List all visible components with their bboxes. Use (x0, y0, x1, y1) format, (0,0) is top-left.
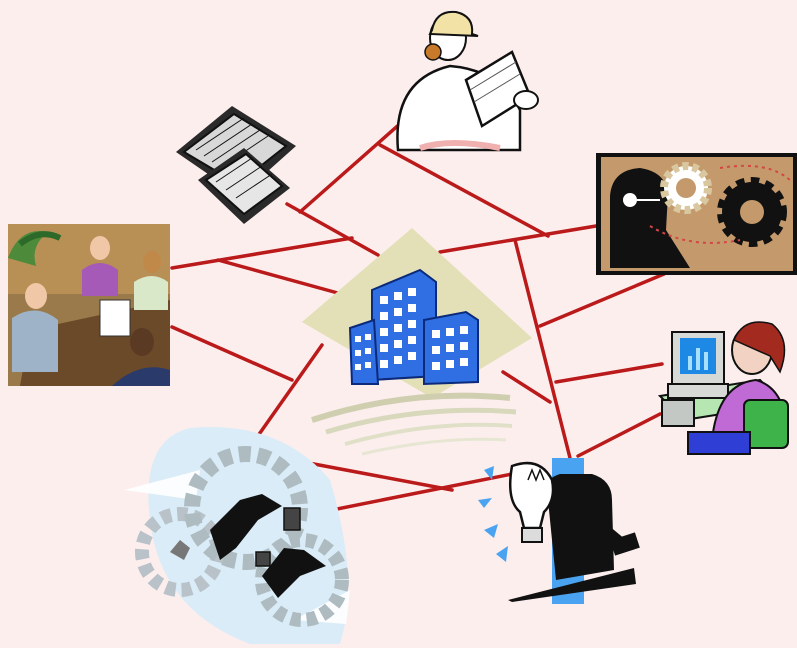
lightbulb-businessman-icon (478, 458, 640, 604)
connector-line (298, 120, 404, 214)
connector-line (378, 143, 550, 238)
connector-line (438, 224, 598, 254)
connector-line (538, 272, 666, 328)
connector-line (576, 412, 662, 458)
connector-line (170, 236, 354, 270)
connector-line (285, 202, 380, 257)
connector-line (253, 343, 324, 442)
running-businessmen-gears-icon (124, 427, 350, 644)
connector-line (320, 472, 514, 514)
connector-line (216, 258, 347, 297)
connector-line (170, 325, 294, 382)
fax-machine-icon (176, 106, 296, 224)
office-building-icon (302, 228, 532, 456)
business-meeting-icon (8, 224, 170, 386)
gears-head-icon (596, 153, 797, 275)
computer-user-icon (657, 321, 789, 455)
architect-blueprint-icon (396, 10, 539, 152)
connector-lines (170, 120, 666, 514)
connector-line (513, 238, 572, 460)
connector-line (501, 370, 552, 404)
connector-line (554, 362, 664, 384)
